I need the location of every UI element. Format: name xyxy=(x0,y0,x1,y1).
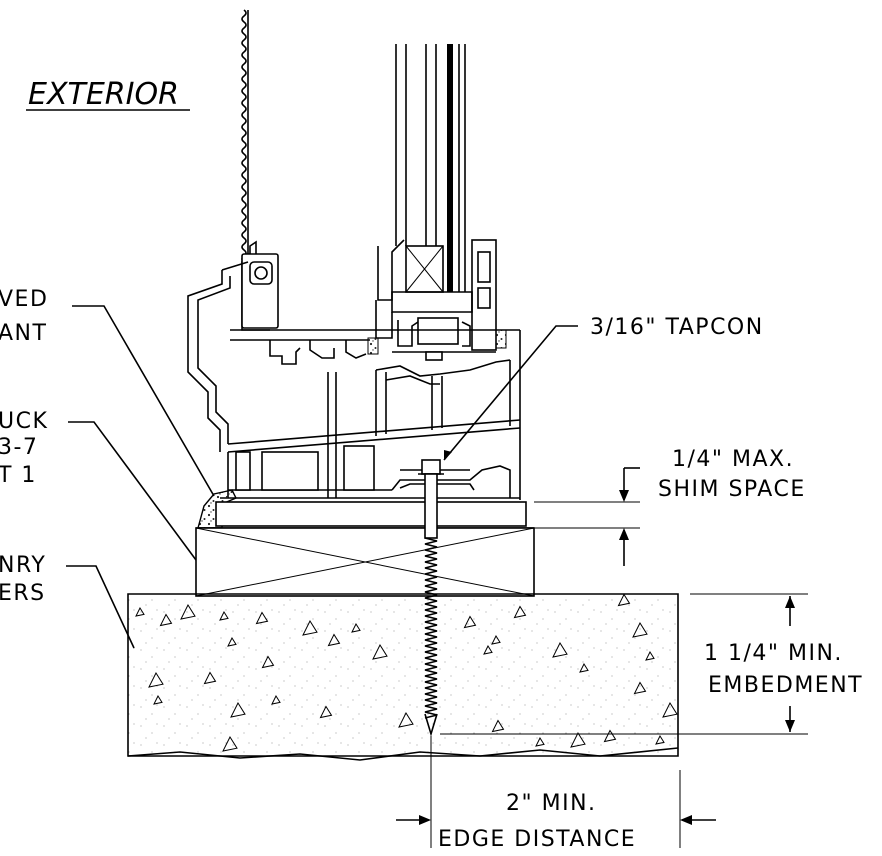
aggregate-mark xyxy=(513,605,527,619)
sash-frame xyxy=(367,239,507,361)
aggregate-mark xyxy=(633,681,647,695)
masonry-label-line1: NRY xyxy=(0,553,46,578)
aggregate-mark xyxy=(483,644,493,655)
aggregate-mark xyxy=(351,622,361,633)
aggregate-mark xyxy=(327,633,341,647)
aggregate-mark xyxy=(662,701,678,718)
masonry-label-line2: ERS xyxy=(0,581,46,606)
glazing-panel xyxy=(395,44,466,293)
aggregate-mark xyxy=(159,613,173,627)
buck-label-line1: UCK xyxy=(0,409,48,434)
aggregate-mark xyxy=(271,694,281,705)
aggregate-mark xyxy=(535,736,545,747)
edge-distance-dimension xyxy=(396,736,716,848)
aggregate-mark xyxy=(491,634,501,645)
leader-lines xyxy=(66,305,578,649)
embedment-label-line2: EMBEDMENT xyxy=(708,673,863,698)
aggregate-mark xyxy=(148,671,164,688)
wall-break-line xyxy=(241,9,249,263)
aggregate-mark xyxy=(372,643,388,660)
aggregate-mark xyxy=(302,619,318,636)
wood-buck xyxy=(195,527,535,597)
aggregate-mark xyxy=(645,650,655,661)
aggregate-mark xyxy=(227,636,237,647)
embedment-dimension xyxy=(440,593,808,735)
aggregate-mark xyxy=(219,610,229,621)
shim-label-line1: 1/4" MAX. xyxy=(672,447,794,472)
aggregate-mark xyxy=(398,711,414,728)
buck-label-line2: 3-7 xyxy=(0,435,38,460)
tapcon-label: 3/16" TAPCON xyxy=(590,315,764,340)
aggregate-mark xyxy=(603,729,617,743)
aggregate-mark xyxy=(570,731,586,748)
aggregate-mark xyxy=(491,719,505,733)
aggregate-mark xyxy=(261,655,275,669)
aggregate-mark xyxy=(255,611,269,625)
sill-frame xyxy=(187,240,521,500)
aggregate-mark xyxy=(655,734,665,745)
aggregate-mark xyxy=(222,735,238,752)
aggregate-mark xyxy=(203,671,217,685)
aggregate-mark xyxy=(153,694,163,705)
sealant-label-line2: ANT xyxy=(0,321,47,346)
shim-label-line2: SHIM SPACE xyxy=(658,477,806,502)
concrete-substrate xyxy=(127,593,679,761)
aggregate-mark xyxy=(230,701,246,718)
embedment-label-line1: 1 1/4" MIN. xyxy=(704,641,843,666)
svg-text:EXTERIOR: EXTERIOR xyxy=(28,77,179,112)
aggregate-mark xyxy=(579,662,589,673)
edge-label-line2: EDGE DISTANCE xyxy=(438,827,636,852)
exterior-label: EXTERIOR xyxy=(26,77,190,112)
sealant-label-line1: VED xyxy=(0,287,48,312)
aggregate-mark xyxy=(180,603,196,620)
shim-space xyxy=(196,501,534,529)
aggregate-mark xyxy=(135,606,145,617)
aggregate-mark xyxy=(319,705,333,719)
shim-dimension xyxy=(534,467,640,566)
tapcon-screw xyxy=(418,459,444,737)
aggregate-mark xyxy=(632,621,648,638)
edge-label-line1: 2" MIN. xyxy=(506,791,597,816)
aggregate-mark xyxy=(463,615,477,629)
aggregate-mark xyxy=(617,593,631,607)
aggregate-mark xyxy=(552,641,568,658)
buck-label-line3: T 1 xyxy=(0,463,37,488)
